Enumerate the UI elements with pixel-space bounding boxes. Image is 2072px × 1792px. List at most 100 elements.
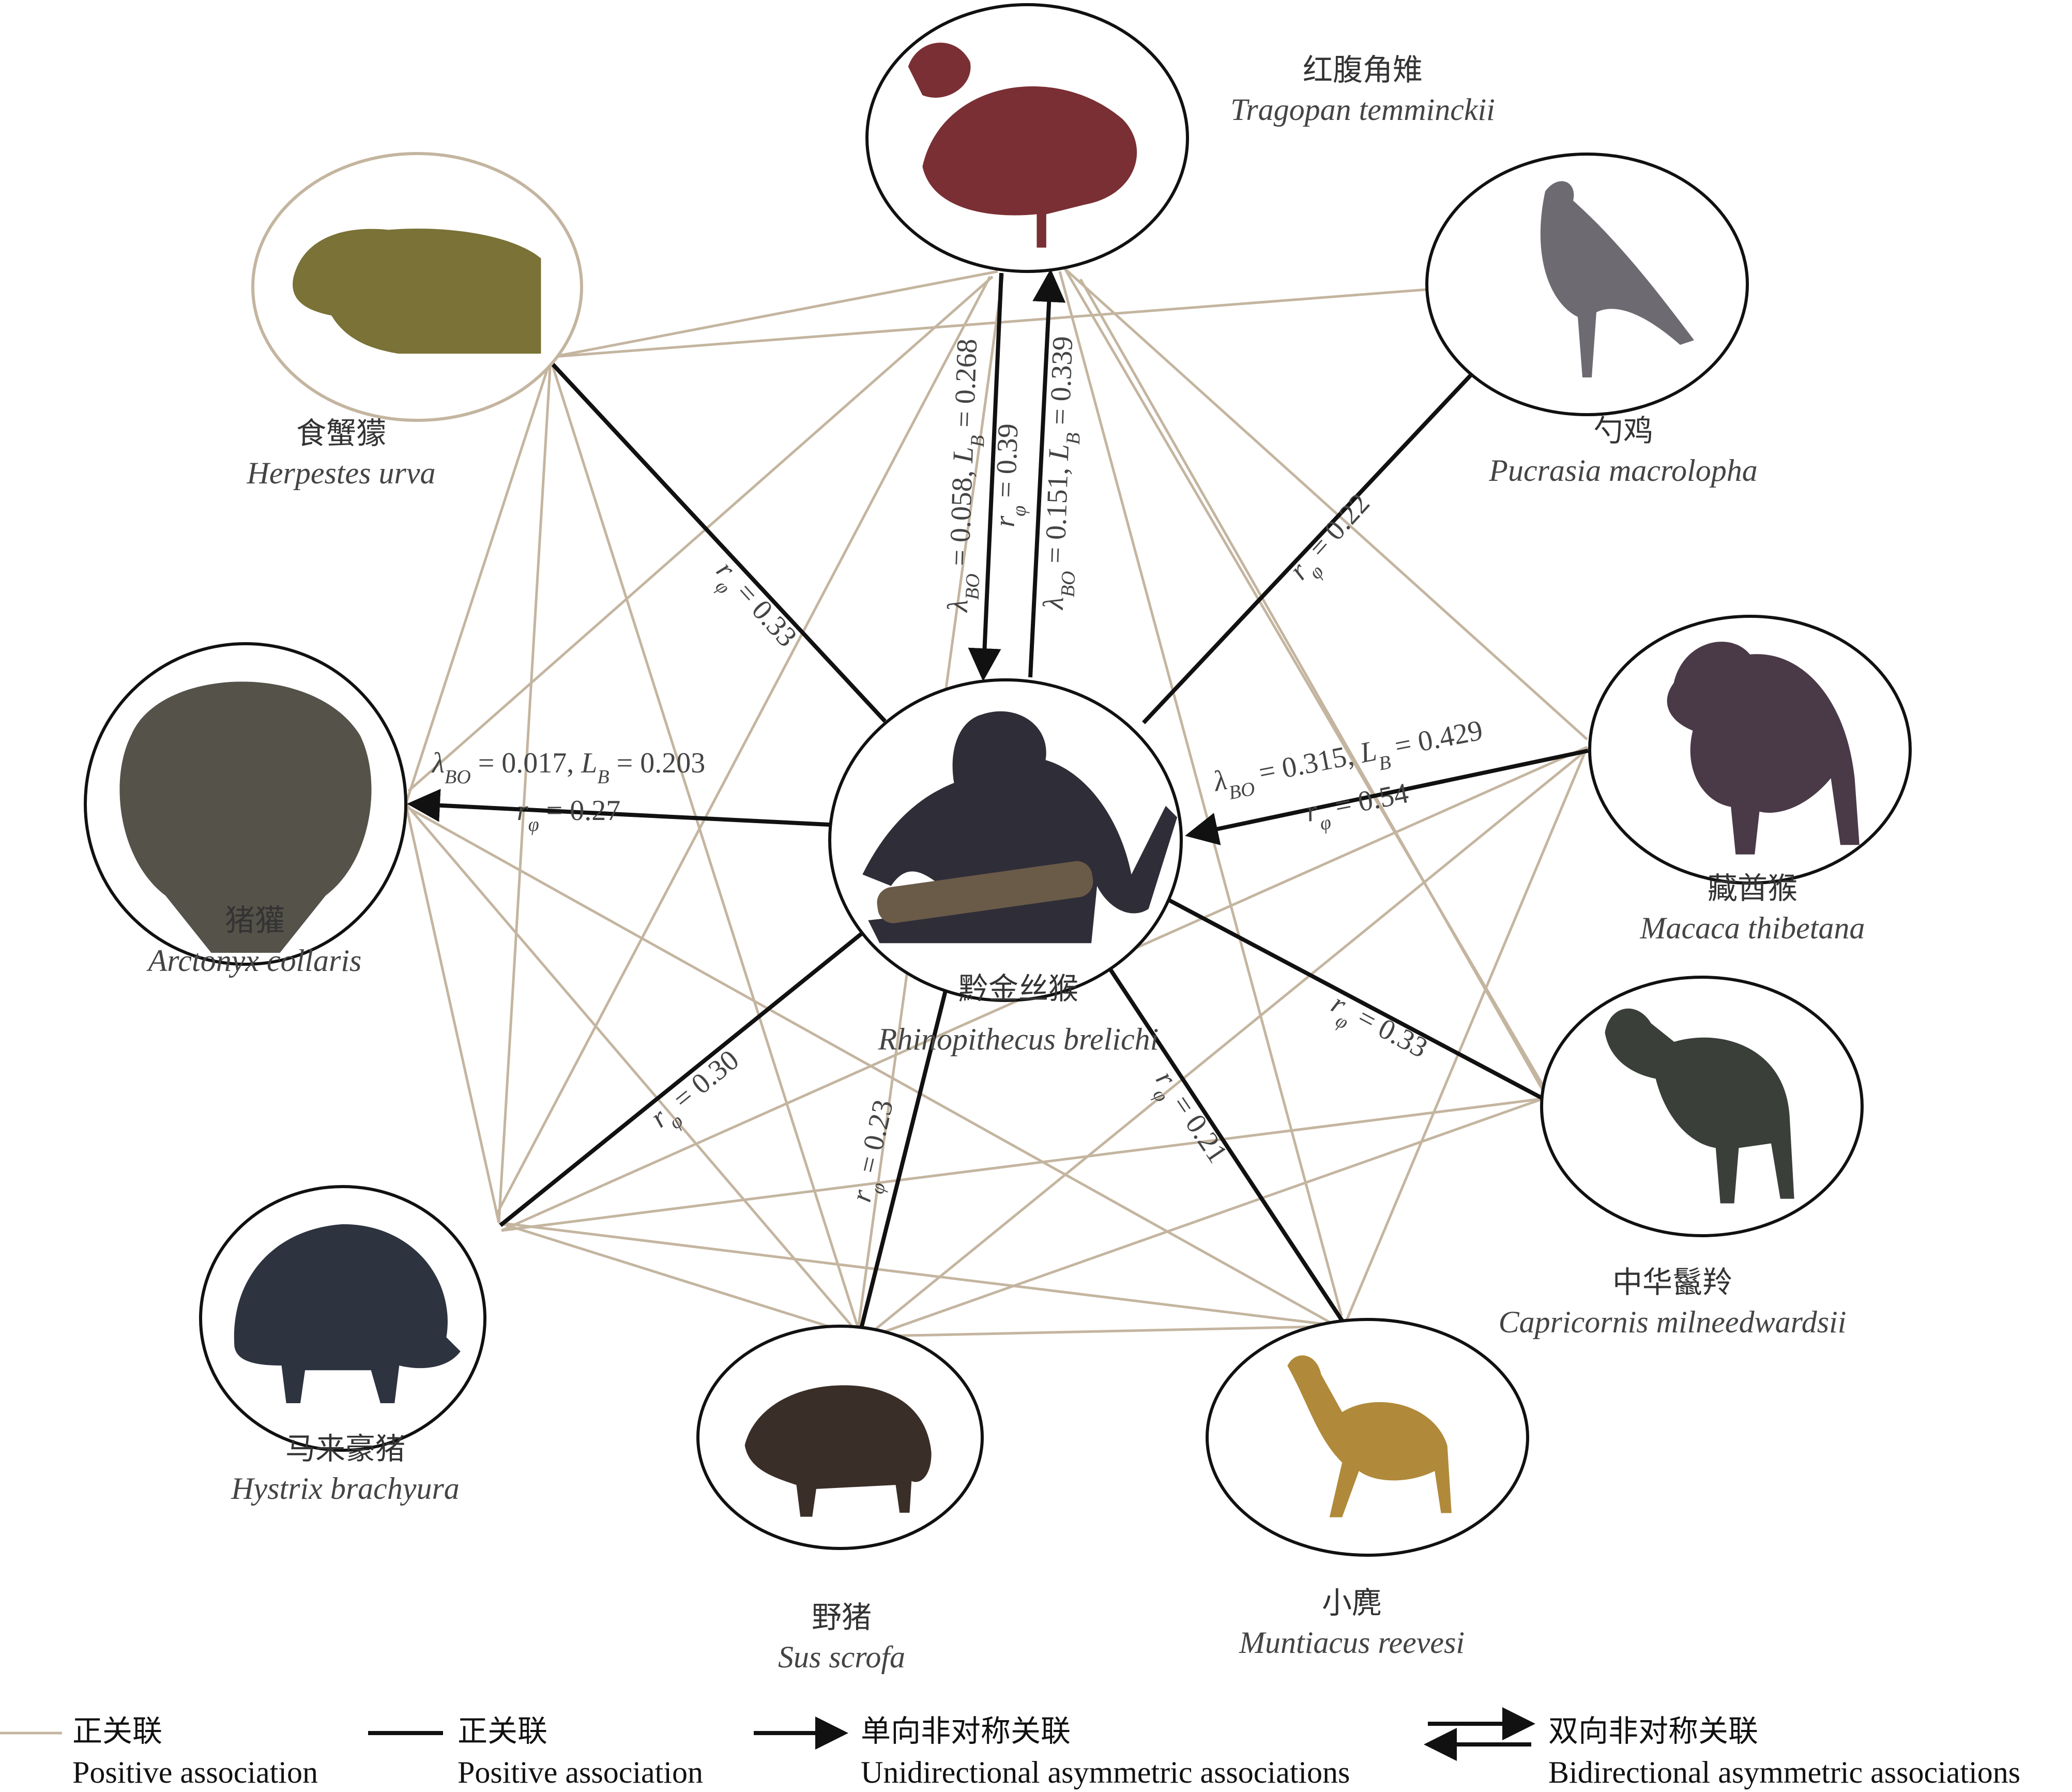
- positive-link-capricornis-sus: [863, 1097, 1544, 1341]
- species-node-herpestes: [251, 152, 583, 422]
- positive-link-sus-muntiacus: [860, 1325, 1342, 1338]
- species-label-hystrix: 马来豪猪 Hystrix brachyura: [231, 1431, 460, 1506]
- svg-text:rφ = 0.22: rφ = 0.22: [1283, 488, 1383, 592]
- association-stat-arctonyx: λBO = 0.017, LB = 0.203 rφ = 0.27: [431, 747, 705, 836]
- species-name-scientific: Tragopan temminckii: [1230, 93, 1495, 127]
- species-label-muntiacus: 小麂 Muntiacus reevesi: [1239, 1585, 1465, 1660]
- positive-link-arctonyx-hystrix: [404, 803, 500, 1223]
- association-stat-sus: rφ = 0.23: [845, 1097, 908, 1207]
- species-name-scientific: Capricornis milneedwardsii: [1499, 1305, 1847, 1339]
- species-name-zh: 猪獾: [225, 903, 285, 938]
- positive-link-hystrix-muntiacus: [498, 1221, 1342, 1328]
- mongoose-icon: [293, 229, 541, 354]
- wild-boar-icon: [744, 1385, 932, 1517]
- species-label-tragopan: 红腹角雉 Tragopan temminckii: [1230, 52, 1495, 127]
- strong-link-rhino-sus: [857, 971, 952, 1337]
- positive-link-herpestes-sus: [549, 359, 862, 1337]
- legend-item-tan-line: 正关联 Positive association: [0, 1713, 318, 1789]
- species-node-rhino: [828, 678, 1183, 1002]
- asymmetric-arrow-rhino-arctonyx: [407, 788, 830, 827]
- legend-item-black-line: 正关联 Positive association: [368, 1713, 703, 1789]
- positive-link-herpestes-arctonyx: [404, 359, 552, 804]
- svg-text:λBO = 0.058, LB = 0.268: λBO = 0.058, LB = 0.268: [942, 338, 992, 614]
- species-name-zh: 食蟹獴: [296, 416, 386, 451]
- positive-link-macaca-sus: [862, 749, 1588, 1340]
- svg-text:rφ = 0.33: rφ = 0.33: [1322, 988, 1433, 1072]
- svg-text:rφ = 0.33: rφ = 0.33: [704, 555, 803, 659]
- positive-link-tragopan-macaca: [1064, 268, 1588, 740]
- positive-link-tragopan-arctonyx: [407, 276, 994, 792]
- positive-link-pucrasia-capricornis: [1079, 278, 1545, 1092]
- species-name-scientific: Macaca thibetana: [1640, 911, 1865, 945]
- svg-text:rφ = 0.23: rφ = 0.23: [845, 1097, 908, 1207]
- association-stat-muntiacus: rφ = 0.21: [1142, 1065, 1234, 1174]
- species-name-zh: 中华鬣羚: [1612, 1265, 1732, 1300]
- species-name-scientific: Hystrix brachyura: [231, 1471, 460, 1506]
- strong-link-rhino-pucrasia: [1142, 368, 1477, 724]
- species-label-capricornis: 中华鬣羚 Capricornis milneedwardsii: [1499, 1265, 1847, 1339]
- svg-text:rφ = 0.21: rφ = 0.21: [1142, 1065, 1234, 1174]
- positive-link-arctonyx-sus: [405, 803, 862, 1338]
- muntjac-icon: [1287, 1355, 1452, 1517]
- species-name-zh: 小麂: [1322, 1585, 1382, 1620]
- species-label-arctonyx: 猪獾 Arctonyx collaris: [146, 903, 362, 978]
- positive-link-tragopan-hystrix: [495, 276, 992, 1216]
- serow-icon: [1605, 1008, 1794, 1204]
- porcupine-icon: [234, 1224, 461, 1403]
- species-name-zh: 红腹角雉: [1303, 52, 1423, 87]
- legend-label-zh: 双向非对称关联: [1548, 1713, 1758, 1749]
- svg-text:rφ = 0.39: rφ = 0.39: [989, 423, 1033, 528]
- asymmetric-arrow-rhino-macaca: [1185, 749, 1589, 845]
- species-name-zh: 马来豪猪: [285, 1431, 405, 1466]
- species-nodes: [84, 3, 1912, 1557]
- legend-label-zh: 正关联: [458, 1713, 547, 1749]
- species-name-scientific: Muntiacus reevesi: [1239, 1626, 1465, 1660]
- strong-link-rhino-herpestes: [549, 360, 887, 723]
- tree-branch-icon: [877, 861, 1093, 923]
- strong-association-links: [407, 269, 1589, 1337]
- legend-label-en: Unidirectional asymmetric associations: [861, 1755, 1350, 1789]
- legend-label-zh: 正关联: [72, 1713, 162, 1749]
- positive-link-hystrix-sus: [498, 1221, 861, 1338]
- species-node-macaca: [1588, 615, 1912, 885]
- association-stat-capricornis: rφ = 0.33: [1322, 988, 1433, 1072]
- species-node-pucrasia: [1425, 153, 1749, 416]
- positive-link-herpestes-tragopan: [553, 270, 998, 358]
- association-stat-herpestes: rφ = 0.33: [704, 555, 803, 659]
- species-name-zh: 勺鸡: [1593, 413, 1653, 448]
- positive-link-capricornis-hystrix: [501, 1097, 1544, 1232]
- positive-link-tragopan-muntiacus: [1058, 271, 1343, 1316]
- svg-text:rφ = 0.27: rφ = 0.27: [517, 795, 620, 836]
- strong-link-rhino-hystrix: [499, 926, 870, 1227]
- species-node-hystrix: [199, 1185, 486, 1452]
- legend-label-en: Positive association: [458, 1755, 703, 1789]
- species-name-scientific: Rhinopithecus brelichi: [878, 1022, 1159, 1056]
- positive-link-macaca-muntiacus: [1343, 747, 1589, 1327]
- species-node-capricornis: [1540, 976, 1864, 1237]
- species-node-arctonyx: [84, 642, 407, 966]
- species-name-scientific: Arctonyx collaris: [146, 944, 362, 978]
- species-node-muntiacus: [1206, 1318, 1529, 1557]
- association-stat-pucrasia: rφ = 0.22: [1283, 488, 1383, 592]
- hog-badger-icon: [119, 681, 372, 953]
- positive-link-herpestes-hystrix: [497, 359, 552, 1223]
- tragopan-bird-icon: [908, 42, 1137, 248]
- svg-text:λBO = 0.017, LB = 0.203: λBO = 0.017, LB = 0.203: [431, 747, 705, 788]
- legend-item-single-arrow: 单向非对称关联 Unidirectional asymmetric associa…: [754, 1713, 1350, 1789]
- koklass-pheasant-icon: [1540, 181, 1694, 377]
- legend-label-en: Positive association: [72, 1755, 318, 1789]
- asymmetric-arrow-tragopan-to-rhino: [968, 272, 1003, 681]
- svg-text:λBO = 0.151, LB = 0.339: λBO = 0.151, LB = 0.339: [1038, 336, 1088, 611]
- strong-link-rhino-muntiacus: [1099, 954, 1346, 1325]
- species-name-scientific: Sus scrofa: [778, 1640, 905, 1674]
- legend-label-zh: 单向非对称关联: [861, 1713, 1071, 1749]
- macaque-icon: [1667, 642, 1860, 855]
